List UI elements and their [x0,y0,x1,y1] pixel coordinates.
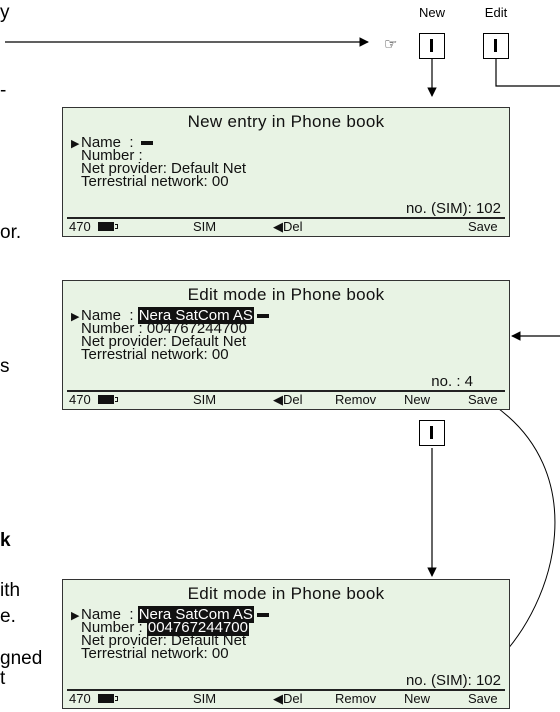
number-row: Number : 004767244700 [81,619,249,636]
screen-title: New entry in Phone book [187,112,385,131]
battery-icon [98,694,118,703]
softkey-del[interactable]: ◀Del [273,691,303,706]
divider [67,390,505,392]
net-provider-row: Net provider: Default Net [81,160,247,177]
side-text-fragment: - [0,80,7,101]
cursor-icon [256,314,269,319]
name-row: Name : [81,135,246,150]
softkey-470[interactable]: 470 [69,392,91,407]
softkey-del[interactable]: ◀Del [273,219,303,234]
side-text-fragment: ith [0,580,21,601]
name-value: Nera SatCom AS [137,307,254,324]
softkey-del[interactable]: ◀Del [273,392,303,407]
side-text-fragment: y [0,2,10,23]
entry-number: no. : 4 [431,373,473,390]
edit-key-button[interactable] [483,33,509,59]
terrestrial-row: Terrestrial network: 00 [81,173,229,190]
side-text-fragment: t [0,668,6,689]
screen-title: Edit mode in Phone book [187,584,385,603]
softkey-sim[interactable]: SIM [193,219,217,234]
edit-line [495,59,560,87]
softkey-new[interactable]: New [404,392,431,407]
pointing-hand-icon: ☞ [384,36,398,53]
softkey-bar: 470 SIM ◀Del Remov New Save [67,392,505,408]
name-row: Name : Nera SatCom AS [81,307,269,324]
new-key-button[interactable] [419,33,445,59]
lcd-screen-new-entry: New entry in Phone book ▶ Name : Number … [62,107,510,237]
softkey-470[interactable]: 470 [69,691,91,706]
divider [67,689,505,691]
entry-number: no. (SIM): 102 [405,200,501,217]
side-text-fragment: k [0,530,11,551]
cursor-icon [256,613,269,618]
selection-arrow-icon: ▶ [71,610,80,622]
softkey-470[interactable]: 470 [69,219,91,234]
entry-number: no. (SIM): 102 [405,672,501,689]
side-text-fragment: or. [0,222,22,243]
number-row: Number : [81,147,143,164]
terrestrial-row: Terrestrial network: 00 [81,645,229,662]
selection-arrow-icon: ▶ [71,138,80,150]
number-value: 004767244700 [146,619,249,636]
battery-icon [98,395,118,404]
softkey-bar: 470 SIM ◀Del Save [67,219,505,235]
name-row: Name : Nera SatCom AS [81,606,269,623]
side-text-fragment: gned [0,648,43,669]
softkey-sim[interactable]: SIM [193,691,217,706]
battery-icon [98,222,118,231]
side-text-fragment: e. [0,606,16,627]
terrestrial-row: Terrestrial network: 00 [81,346,229,363]
edit-button-label: Edit [484,5,508,20]
curved-reference-arrow [491,403,556,665]
screen-title: Edit mode in Phone book [187,285,385,304]
softkey-bar: 470 SIM ◀Del Remov New Save [67,691,505,707]
cursor-icon [140,141,153,146]
softkey-new[interactable]: New [404,691,431,706]
net-provider-row: Net provider: Default Net [81,632,247,649]
new-key-button[interactable] [419,420,445,446]
softkey-save[interactable]: Save [468,219,498,234]
selection-arrow-icon: ▶ [71,311,80,323]
softkey-save[interactable]: Save [468,691,498,706]
number-row: Number : 004767244700 [81,320,247,337]
softkey-sim[interactable]: SIM [193,392,217,407]
side-text-fragment: s [0,356,10,377]
lcd-screen-edit-mode-sim: Edit mode in Phone book ▶ Name : Nera Sa… [62,579,510,709]
divider [67,217,505,219]
new-button-label: New [418,5,445,20]
softkey-remov[interactable]: Remov [335,392,377,407]
name-value: Nera SatCom AS [137,606,254,623]
softkey-save[interactable]: Save [468,392,498,407]
lcd-screen-edit-mode: Edit mode in Phone book ▶ Name : Nera Sa… [62,280,510,410]
softkey-remov[interactable]: Remov [335,691,377,706]
net-provider-row: Net provider: Default Net [81,333,247,350]
